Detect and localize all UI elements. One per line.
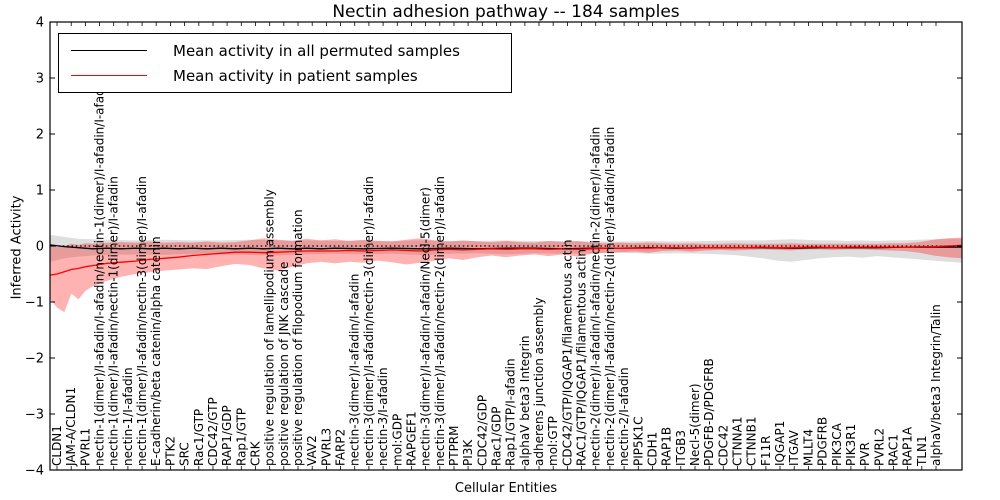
- y-tick-label: 0: [36, 240, 44, 255]
- entity-label: nectin-2/I-afadin: [617, 367, 631, 466]
- entity-label: RAP1A: [901, 426, 915, 466]
- entity-label: RAP1B: [660, 427, 674, 466]
- entity-label: mol:GDP: [390, 414, 404, 466]
- entity-label: MLLT4: [801, 429, 815, 466]
- entity-label: nectin-3(dimer)/I-afadin/nectin-3(dimer)…: [362, 176, 376, 466]
- chart-title: Nectin adhesion pathway -- 184 samples: [332, 2, 680, 22]
- entity-label: PIK3R1: [844, 424, 858, 466]
- entity-label: Rap1/GTP/I-afadin: [504, 358, 518, 466]
- entity-label: nectin-3(dimer)/I-afadin/I-afadin/Necl-5…: [419, 187, 433, 466]
- legend-box: Mean activity in all permuted samples Me…: [58, 33, 512, 93]
- entity-label: PVRL1: [78, 428, 92, 466]
- entity-label: nectin-3/I-afadin: [376, 367, 390, 466]
- entity-label: PIK3CA: [830, 422, 844, 466]
- y-tick-label: 2: [36, 128, 44, 143]
- legend-entry-patient: Mean activity in patient samples: [59, 63, 511, 88]
- legend-line-sample-red: [71, 75, 147, 76]
- y-tick-label: −3: [25, 408, 44, 423]
- legend-label-permuted: Mean activity in all permuted samples: [173, 41, 460, 60]
- entity-label: PTK2: [163, 436, 177, 466]
- entity-label: PIP5K1C: [631, 416, 645, 466]
- entity-label: positive regulation of filopodium format…: [291, 209, 305, 466]
- entity-label: ITGB3: [674, 430, 688, 466]
- y-tick-label: 3: [36, 72, 44, 87]
- y-ticks: [50, 21, 962, 471]
- entity-label: PDGFB-D/PDGFRB: [702, 358, 716, 466]
- entity-label: positive regulation of JNK cascade: [277, 262, 291, 466]
- entity-label: PVRL2: [872, 428, 886, 466]
- entity-label: CTNNB1: [745, 416, 759, 466]
- y-tick-label: −1: [25, 296, 44, 311]
- entity-label: PVR: [858, 442, 872, 466]
- entity-label: mol:GTP: [546, 416, 560, 466]
- entity-label: RAPGEF1: [404, 411, 418, 466]
- y-tick-labels: 4 3 2 1 0 −1 −2 −3 −4: [25, 16, 44, 479]
- entity-label: CDC42/GDP: [475, 395, 489, 466]
- entity-label: nectin-2(dimer)/I-afadin/I-afadin/nectin…: [589, 127, 603, 466]
- y-tick-label: 4: [36, 16, 44, 31]
- entity-label: JAM-A/CLDN1: [64, 387, 78, 467]
- series-Mean-activity-in-patient-samples: [50, 244, 962, 276]
- y-tick-label: 1: [36, 184, 44, 199]
- entity-label: CRK: [249, 440, 263, 466]
- entity-label: PI3K: [461, 439, 475, 466]
- x-ticks: [56, 22, 937, 470]
- entity-label: ITGAV: [787, 429, 801, 466]
- entity-label: PVRL3: [319, 428, 333, 466]
- x-axis-label: Cellular Entities: [454, 481, 558, 496]
- entity-label: Rac1/GTP: [192, 409, 206, 466]
- entity-label: Rac1/GDP: [490, 407, 504, 466]
- entity-label: Necl-5(dimer): [688, 383, 702, 466]
- entity-label: RAC1/GTP/IQGAP1/filamentous actin: [575, 249, 589, 466]
- y-tick-label: −4: [25, 464, 44, 479]
- entity-label: CDC42/GTP: [206, 397, 220, 466]
- entity-label: CLDN1: [50, 425, 64, 466]
- entity-label: nectin-1/I-afadin: [121, 367, 135, 466]
- entity-label: IQGAP1: [773, 421, 787, 466]
- entity-label: F11R: [759, 435, 773, 466]
- y-tick-label: −2: [25, 352, 44, 367]
- entity-label: SRC: [178, 442, 192, 466]
- entity-label: nectin-3(dimer)/I-afadin/nectin-2(dimer)…: [433, 176, 447, 466]
- legend-label-patient: Mean activity in patient samples: [173, 66, 418, 85]
- y-axis-label: Inferred Activity: [9, 195, 25, 300]
- entity-label: CDC42/GTP/IQGAP1/filamentous actin: [560, 240, 574, 466]
- entity-label: FARP2: [334, 429, 348, 466]
- entity-label: PTPRM: [447, 426, 461, 467]
- entity-label: RAC1: [887, 434, 901, 466]
- entity-label: nectin-1(dimer)/I-afadin/nectin-3(dimer)…: [135, 176, 149, 466]
- entity-label: alphaV beta3 Integrin: [518, 335, 532, 466]
- entity-label: CDH1: [646, 432, 660, 466]
- entity-label: TLN1: [915, 435, 929, 467]
- entity-label: CTNNA1: [731, 416, 745, 466]
- entity-label: nectin-2(dimer)/I-afadin/nectin-2(dimer)…: [603, 127, 617, 466]
- entity-label: RAP1/GDP: [220, 405, 234, 466]
- entity-label: positive regulation of lamellipodium ass…: [263, 189, 277, 466]
- legend-line-sample-black: [71, 50, 147, 51]
- patient-samples-range: [50, 237, 962, 313]
- entity-label: alphaV/beta3 Integrin/Talin: [929, 304, 943, 466]
- entity-label: nectin-1(dimer)/I-afadin/nectin-1(dimer)…: [107, 176, 121, 466]
- entity-label: PDGFRB: [816, 417, 830, 466]
- entity-label: CDC42: [716, 425, 730, 466]
- entity-label: nectin-1(dimer)/I-afadin/I-afadin/nectin…: [93, 77, 107, 466]
- entity-label: Rap1/GTP: [234, 408, 248, 466]
- entity-label: adherens junction assembly: [532, 297, 546, 466]
- entity-label: E-cadherin/beta catenin/alpha catenin: [149, 236, 163, 466]
- entity-label: nectin-3(dimer)/I-afadin/I-afadin: [348, 274, 362, 466]
- legend-entry-permuted: Mean activity in all permuted samples: [59, 38, 511, 63]
- entity-label: VAV2: [305, 435, 319, 466]
